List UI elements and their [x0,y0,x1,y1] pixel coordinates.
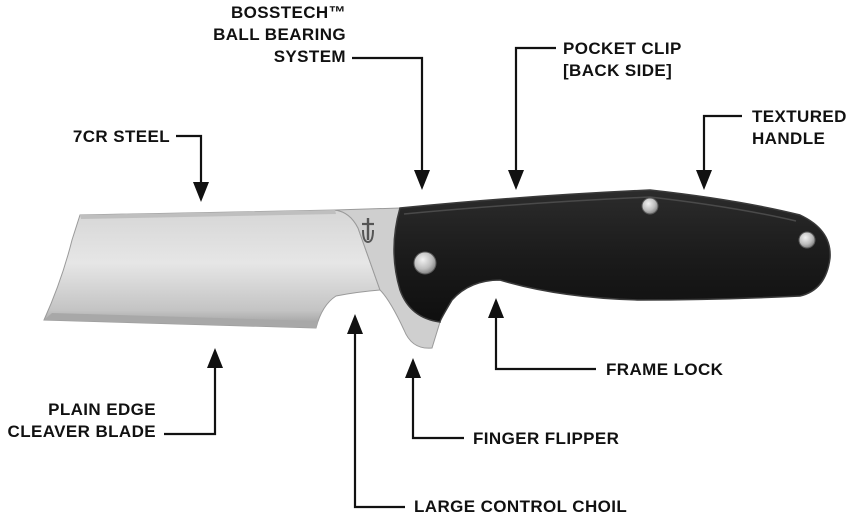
steel-label: 7CR STEEL [40,126,170,148]
frame-lock-line-1: FRAME LOCK [606,360,724,379]
bosstech-leader [352,56,424,170]
screw-icon [641,197,659,215]
handle-line-2: HANDLE [752,129,826,148]
textured-handle [393,189,831,323]
choil-leader [353,334,405,509]
bosstech-label: BOSSTECH™ BALL BEARING SYSTEM [196,2,346,68]
bosstech-line-2: BALL BEARING [213,25,346,44]
cleaver-blade [43,209,381,329]
arrow-heads [193,170,712,378]
frame-lock-leader [494,318,596,371]
finger-flipper-line-1: FINGER FLIPPER [473,429,620,448]
arrow-head-icon [193,182,209,202]
leader-lines [164,46,742,509]
finger-flipper-label: FINGER FLIPPER [473,428,619,450]
arrow-head-icon [508,170,524,190]
frame-lock-label: FRAME LOCK [606,359,723,381]
screw-icon [798,231,816,249]
arrow-head-icon [207,348,223,368]
bosstech-line-1: BOSSTECH™ [230,3,346,22]
arrow-head-icon [488,298,504,318]
blade-edge-bevel [44,313,318,328]
blade-spine [80,210,336,219]
pocket-clip-line-2: [BACK SIDE] [563,61,673,80]
gerber-logo-icon [362,218,374,244]
plain-edge-label: PLAIN EDGE CLEAVER BLADE [0,399,156,443]
plain-edge-line-2: CLEAVER BLADE [7,422,156,441]
choil-line-1: LARGE CONTROL CHOIL [414,497,628,516]
handle-line-1: TEXTURED [752,107,847,126]
handle-leader [702,114,742,170]
pocket-clip-label: POCKET CLIP [BACK SIDE] [563,38,682,82]
steel-leader [176,134,203,182]
finger-flipper-leader [411,378,464,440]
pocket-clip-leader [514,46,556,170]
steel-line-1: 7CR STEEL [72,127,170,146]
plain-edge-line-1: PLAIN EDGE [48,400,156,419]
pocket-clip-line-1: POCKET CLIP [563,39,682,58]
arrow-head-icon [405,358,421,378]
arrow-head-icon [347,314,363,334]
plain-edge-leader [164,368,217,436]
handle-frame-line [403,196,797,222]
bosstech-line-3: SYSTEM [273,47,346,66]
pivot-screw-icon [413,251,437,275]
handle-label: TEXTURED HANDLE [752,106,847,150]
choil-label: LARGE CONTROL CHOIL [414,496,627,518]
arrow-head-icon [696,170,712,190]
arrow-head-icon [414,170,430,190]
